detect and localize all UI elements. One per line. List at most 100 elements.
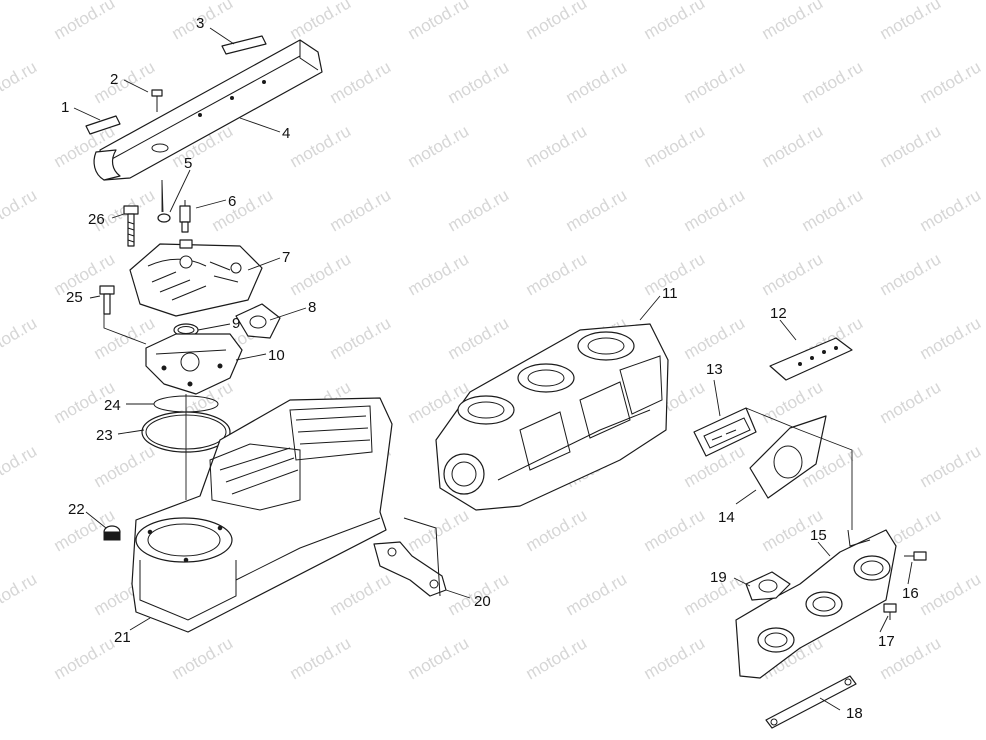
watermark-text: motod.ru — [91, 57, 159, 107]
watermark-text: motod.ru — [523, 0, 591, 43]
callout-15: 15 — [810, 527, 827, 544]
watermark-text: motod.ru — [0, 569, 40, 619]
callout-26: 26 — [88, 211, 105, 228]
watermark-text: motod.ru — [327, 313, 395, 363]
callout-23: 23 — [96, 427, 113, 444]
callout-4: 4 — [282, 125, 290, 142]
part-3-decal — [221, 35, 267, 55]
watermark-text: motod.ru — [287, 249, 355, 299]
part-21-cylinder-block — [131, 397, 393, 633]
watermark-text: motod.ru — [405, 633, 473, 683]
callout-25: 25 — [66, 289, 83, 306]
watermark-text: motod.ru — [445, 185, 513, 235]
callout-3: 3 — [196, 15, 204, 32]
part-5-clip — [157, 179, 171, 223]
watermark-text: motod.ru — [51, 0, 119, 43]
watermark-text: motod.ru — [681, 185, 749, 235]
watermark-text: motod.ru — [0, 441, 40, 491]
watermark-text: motod.ru — [641, 505, 709, 555]
watermark-text: motod.ru — [799, 185, 867, 235]
watermark-text: motod.ru — [405, 0, 473, 43]
watermark-text: motod.ru — [641, 0, 709, 43]
callout-5: 5 — [184, 155, 192, 172]
watermark-text: motod.ru — [405, 121, 473, 171]
watermark-text: motod.ru — [327, 185, 395, 235]
leader-lines — [73, 27, 913, 711]
watermark-text: motod.ru — [405, 249, 473, 299]
part-6-spark-plug — [179, 200, 191, 233]
watermark-text: motod.ru — [759, 121, 827, 171]
watermark-text: motod.ru — [917, 185, 985, 235]
part-19-gasket — [745, 571, 791, 601]
watermark-text: motod.ru — [287, 121, 355, 171]
watermark-text: motod.ru — [877, 121, 945, 171]
part-15-intake-manifold — [735, 529, 897, 679]
callout-20: 20 — [474, 593, 491, 610]
part-25-short-bolt — [99, 285, 115, 315]
callout-10: 10 — [268, 347, 285, 364]
watermark-text: motod.ru — [51, 633, 119, 683]
watermark-text: motod.ru — [327, 57, 395, 107]
watermark-text: motod.ru — [327, 569, 395, 619]
callout-22: 22 — [68, 501, 85, 518]
watermark-text: motod.ru — [563, 185, 631, 235]
watermark-text: motod.ru — [641, 121, 709, 171]
watermark-text: motod.ru — [445, 57, 513, 107]
part-13-reed-valve — [693, 407, 757, 457]
watermark-text: motod.ru — [0, 57, 40, 107]
callout-9: 9 — [232, 315, 240, 332]
watermark-text: motod.ru — [563, 57, 631, 107]
part-18-strap — [765, 675, 857, 729]
watermark-text: motod.ru — [641, 633, 709, 683]
part-7-head-cover — [129, 239, 263, 317]
callout-13: 13 — [706, 361, 723, 378]
watermark-text: motod.ru — [759, 0, 827, 43]
watermark-text: motod.ru — [523, 249, 591, 299]
watermark-text: motod.ru — [917, 441, 985, 491]
callout-24: 24 — [104, 397, 121, 414]
watermark-text: motod.ru — [523, 121, 591, 171]
callout-21: 21 — [114, 629, 131, 646]
callout-6: 6 — [228, 193, 236, 210]
callout-12: 12 — [770, 305, 787, 322]
watermark-text: motod.ru — [877, 377, 945, 427]
callout-8: 8 — [308, 299, 316, 316]
watermark-text: motod.ru — [917, 57, 985, 107]
part-14-intake-spacer — [749, 415, 827, 499]
callout-17: 17 — [878, 633, 895, 650]
watermark-text: motod.ru — [445, 313, 513, 363]
watermark-text: motod.ru — [169, 633, 237, 683]
watermark-text: motod.ru — [209, 185, 277, 235]
watermark-text: motod.ru — [523, 633, 591, 683]
part-8-gasket — [235, 303, 281, 339]
callout-19: 19 — [710, 569, 727, 586]
part-11-crankcase — [435, 323, 669, 511]
watermark-text: motod.ru — [759, 249, 827, 299]
part-1-decal — [85, 115, 121, 135]
watermark-text: motod.ru — [877, 0, 945, 43]
callout-11: 11 — [662, 285, 678, 302]
part-26-long-bolt — [123, 205, 139, 247]
part-12-decal — [769, 337, 853, 381]
watermark-text: motod.ru — [287, 0, 355, 43]
watermark-text: motod.ru — [0, 313, 40, 363]
watermark-text: motod.ru — [917, 313, 985, 363]
part-2-screw — [151, 89, 163, 112]
callout-16: 16 — [902, 585, 919, 602]
part-16-screw — [904, 551, 927, 561]
watermark-text: motod.ru — [877, 249, 945, 299]
callout-2: 2 — [110, 71, 118, 88]
watermark-text: motod.ru — [91, 441, 159, 491]
part-10-cylinder-head — [145, 333, 243, 395]
watermark-text: motod.ru — [917, 569, 985, 619]
part-17-screw — [883, 603, 897, 620]
callout-18: 18 — [846, 705, 863, 722]
callout-14: 14 — [718, 509, 735, 526]
watermark-text: motod.ru — [287, 633, 355, 683]
part-22-plug — [103, 525, 121, 541]
watermark-text: motod.ru — [681, 57, 749, 107]
watermark-text: motod.ru — [0, 185, 40, 235]
watermark-text: motod.ru — [799, 57, 867, 107]
watermark-text: motod.ru — [523, 505, 591, 555]
